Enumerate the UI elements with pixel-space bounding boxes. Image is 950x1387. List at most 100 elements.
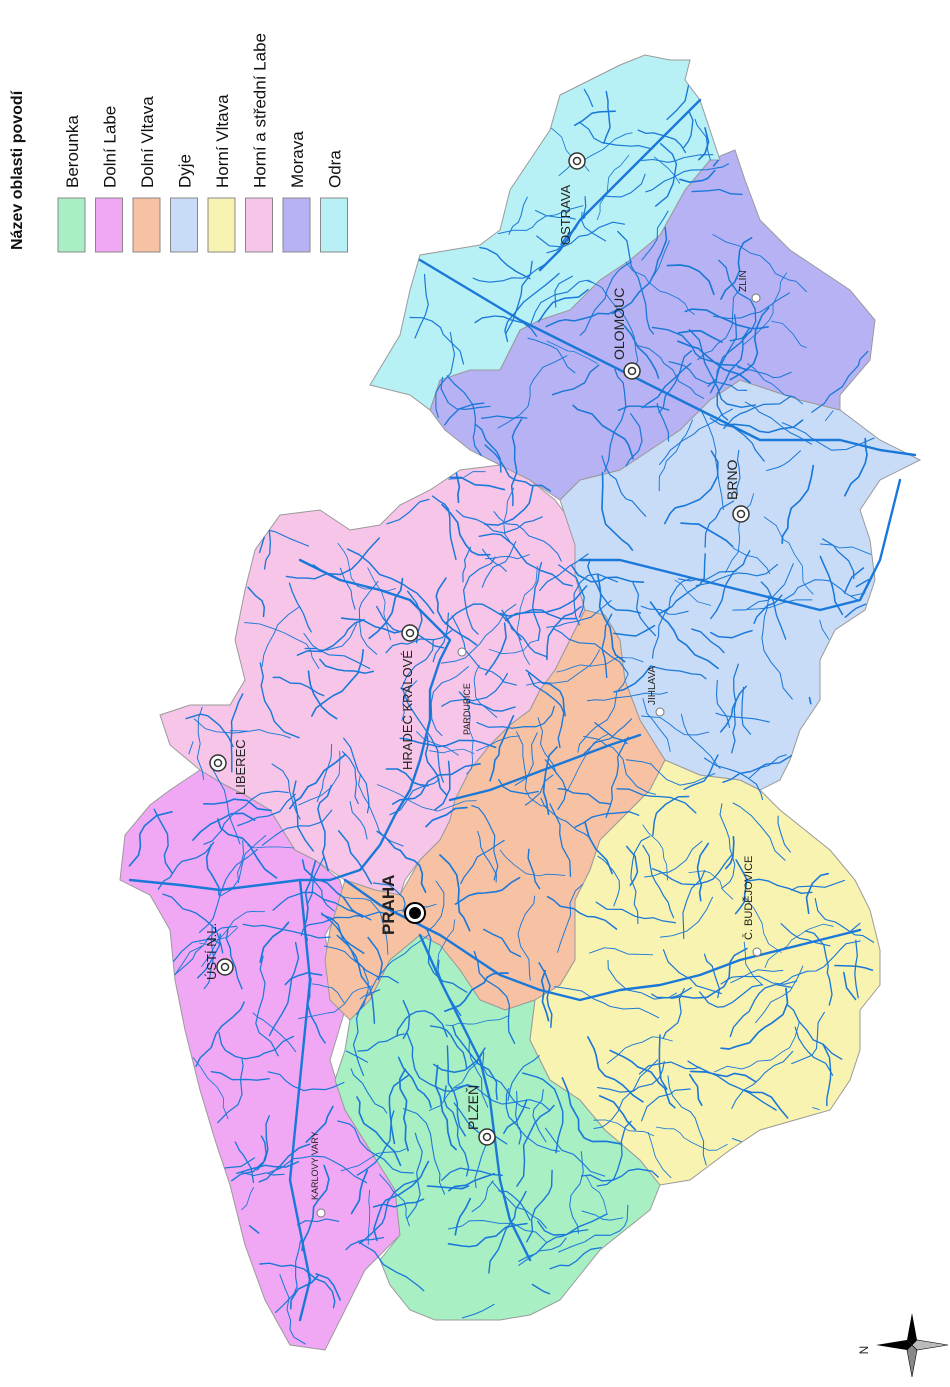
river-stream (587, 279, 639, 373)
river-sazava (448, 733, 642, 802)
river-stream (305, 1105, 334, 1143)
river-stream (542, 746, 558, 816)
river-stream (554, 275, 573, 308)
river-stream (557, 788, 612, 805)
river-stream (616, 788, 697, 814)
legend-swatch (320, 197, 348, 253)
river-stream (640, 605, 689, 615)
river-stream (808, 696, 812, 705)
river-stream (651, 326, 748, 372)
river-stream (237, 840, 244, 883)
city-karlovy-dot (316, 1208, 326, 1218)
basin-odra (369, 54, 721, 411)
river-stream (261, 809, 333, 846)
city-pardubice-dot (457, 647, 467, 657)
river-stream (557, 883, 584, 953)
river-stream (476, 705, 555, 729)
river-stream (729, 983, 792, 1038)
river-stream (662, 949, 722, 995)
river-stream (737, 366, 792, 379)
river-stream (357, 1033, 405, 1052)
river-stream (484, 444, 552, 492)
river-stream (613, 665, 652, 693)
river-stream (650, 987, 692, 999)
river-stream (434, 760, 451, 811)
river-stream (691, 188, 743, 196)
river-stream (350, 1068, 388, 1114)
river-stream (848, 922, 861, 934)
river-stream (854, 939, 859, 999)
river-stream (715, 679, 731, 729)
legend-swatch (57, 197, 86, 253)
river-stream (211, 767, 241, 845)
river-stream (402, 1108, 446, 1195)
label-budejovice: Č. BUDĚJOVICE (742, 856, 755, 940)
river-stream (694, 118, 711, 161)
river-stream (556, 656, 644, 673)
river-stream (794, 1026, 834, 1076)
river-stream (493, 511, 562, 562)
river-stream (623, 325, 660, 379)
river-stream (677, 570, 737, 582)
river-stream (289, 1274, 319, 1310)
river-stream (659, 896, 714, 938)
river-stream (834, 964, 874, 971)
river-stream (732, 547, 771, 575)
river-stream (710, 550, 751, 620)
river-stream (472, 261, 549, 283)
river-stream (128, 810, 173, 867)
river-stream (525, 649, 601, 686)
river-stream (696, 842, 710, 902)
river-stream (396, 1010, 448, 1038)
river-stream (546, 895, 618, 930)
river-stream (268, 1155, 368, 1184)
city-ostrava (568, 152, 586, 170)
river-stream (230, 693, 244, 773)
river-stream (819, 619, 830, 640)
river-stream (732, 802, 786, 861)
river-stream (529, 279, 594, 327)
river-stream (538, 962, 553, 1028)
river-stream (482, 548, 507, 572)
river-stream (561, 1077, 623, 1145)
river-stream (424, 735, 448, 797)
river-stream (345, 1050, 369, 1063)
river-stream (471, 805, 499, 881)
river-stream (349, 800, 368, 840)
river-stream (720, 237, 753, 300)
river-stream (522, 1072, 564, 1154)
river-stream (811, 350, 869, 413)
city-zlin-dot (751, 293, 761, 303)
river-stream (574, 811, 640, 828)
city-jihlava-dot (655, 707, 665, 717)
river-stream (781, 422, 875, 451)
legend-label: Horní Vltava (213, 94, 232, 188)
river-stream (680, 522, 734, 548)
river-stream (288, 582, 312, 633)
river-stream (514, 732, 538, 786)
river-stream (593, 1119, 655, 1137)
legend-label: Berounka (63, 115, 82, 188)
river-stream (641, 715, 710, 736)
river-stream (771, 320, 807, 349)
river-stream (157, 841, 215, 890)
river-stream (356, 1096, 402, 1167)
river-stream (505, 1088, 522, 1145)
river-stream (488, 639, 539, 655)
label-praha: PRAHA (379, 875, 398, 935)
river-stream (400, 638, 434, 690)
river-stream (658, 419, 693, 492)
river-stream (666, 264, 715, 296)
river-stream (304, 647, 371, 670)
river-stream (761, 595, 793, 700)
river-stream (587, 691, 668, 702)
river-stream (698, 984, 764, 1008)
river-stream (337, 830, 373, 885)
river-stream (712, 159, 719, 167)
river-stream (601, 471, 634, 551)
river-stream (537, 288, 589, 323)
river-stream (688, 328, 757, 409)
city-markers (209, 152, 762, 1218)
river-stream (583, 735, 657, 795)
river-stream (432, 612, 449, 663)
